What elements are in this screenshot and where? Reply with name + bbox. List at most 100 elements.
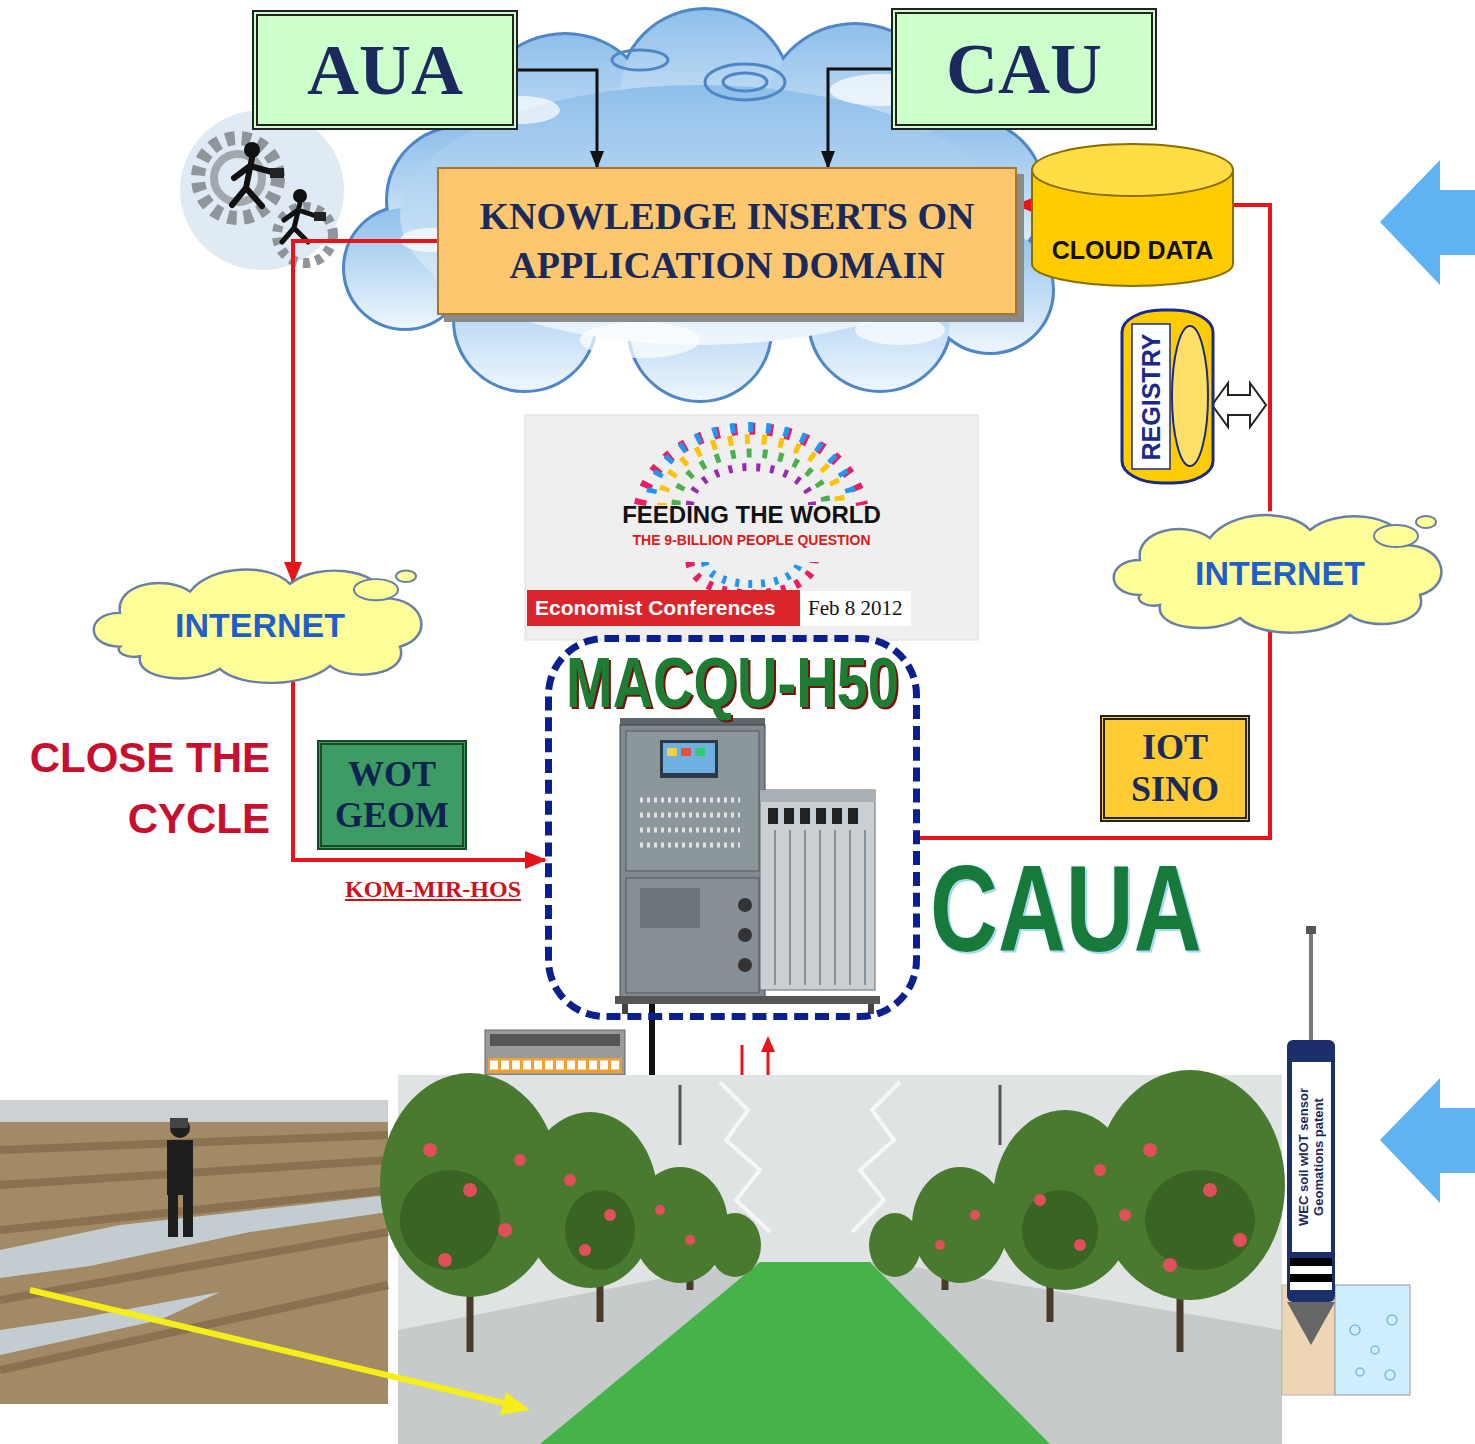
field-photo: [0, 1135, 388, 1370]
field-photo: [170, 1118, 188, 1128]
controller-machine: [626, 878, 759, 993]
sky-cloud: [580, 322, 700, 358]
orchard-photo: [514, 1154, 526, 1166]
conference-artwork: [690, 467, 812, 505]
field-photo: [0, 1100, 388, 1122]
orchard-photo: [1143, 1143, 1157, 1157]
controller-machine: [768, 808, 778, 824]
controller-machine: [640, 843, 740, 848]
orchard-photo: [709, 1213, 761, 1277]
controller-machine: [768, 808, 858, 824]
banner-text: Economist Conferences: [527, 590, 800, 626]
orchard-photo: [1074, 1239, 1086, 1251]
project-name: CAUA: [930, 848, 1202, 970]
field-photo: [168, 1195, 178, 1237]
sky-cloud: [705, 64, 785, 100]
conference-artwork: [525, 415, 978, 640]
slogan: CLOSE THE CYCLE: [8, 728, 270, 850]
teamwork-icon: [232, 158, 272, 206]
terminal-block: [485, 1030, 625, 1075]
connector-arrow: [293, 241, 437, 582]
connector-arrow: [920, 626, 1270, 838]
controller-machine: [760, 790, 875, 990]
orchard-photo: [632, 1167, 728, 1283]
orchard-photo: [720, 1082, 770, 1232]
sensor-label: WEC soil wIOT sensor Geomations patent: [1296, 1067, 1326, 1247]
soil-sensor: [1335, 1285, 1410, 1395]
controller-machine: [640, 888, 700, 928]
banner-row: Economist ConferencesFeb 8 2012: [527, 590, 978, 626]
soil-sensor: [1290, 1258, 1332, 1266]
orchard-photo: [1145, 1170, 1255, 1270]
controller-machine: [615, 996, 880, 1004]
orchard-photo: [423, 1143, 437, 1157]
orchard-photo: [655, 1205, 665, 1215]
soil-sensor: [1290, 1274, 1332, 1282]
controller-machine: [789, 830, 791, 985]
institution-box: AUA: [252, 10, 518, 130]
internet-cloud: INTERNET: [1100, 500, 1460, 640]
side-arrow: [1380, 160, 1475, 285]
controller-machine: [626, 731, 759, 871]
orchard-photo: [869, 1213, 921, 1277]
field-photo: [0, 1195, 388, 1278]
orchard-photo: [380, 1070, 1285, 1444]
orchard-photo: [579, 1244, 591, 1256]
controller-machine: [760, 790, 875, 802]
soil-sensor: [1282, 926, 1410, 1395]
controller-machine: [738, 928, 752, 942]
connector-arrow: [828, 69, 891, 167]
controller-machine: [848, 808, 858, 824]
controller-machine: [864, 830, 866, 985]
side-arrow: [1380, 160, 1475, 1203]
institution-box: CAU: [891, 8, 1157, 130]
orchard-photo: [1203, 1183, 1217, 1197]
controller-machine: [663, 743, 715, 773]
conference-artwork: [662, 439, 840, 505]
module-box: WOT GEOM: [317, 740, 467, 850]
orchard-photo: [1022, 1190, 1098, 1270]
controller-machine: [774, 830, 776, 985]
field-photo: [0, 1135, 388, 1150]
orchard-photo: [720, 1082, 900, 1232]
controller-machine: [800, 808, 810, 824]
pointer-arrow: [30, 1290, 508, 1404]
controller-name: MACQU-H50: [552, 648, 913, 718]
orchard-photo: [565, 1190, 635, 1270]
orchard-photo: [400, 1170, 500, 1270]
soil-sensor: [1292, 1062, 1331, 1252]
teamwork-icon: [270, 168, 284, 178]
institution-name: AUA: [258, 29, 512, 112]
controller-machine: [738, 898, 752, 912]
teamwork-icon: [198, 138, 278, 218]
soil-sensor: [1287, 1302, 1335, 1345]
orchard-photo: [1034, 1194, 1046, 1206]
controller-machine: [681, 748, 691, 756]
teamwork-icon: [180, 110, 344, 270]
institution-name: CAU: [897, 28, 1151, 111]
conference-artwork: [705, 562, 799, 584]
field-photo: [0, 1292, 220, 1355]
orchard-photo: [463, 1183, 477, 1197]
orchard-photo: [680, 1085, 1000, 1145]
registry-shape: [1120, 308, 1215, 485]
controller-machine: [775, 830, 865, 985]
cloud-label: INTERNET: [1100, 554, 1460, 593]
orchard-photo: [1163, 1258, 1177, 1272]
banner-text: THE 9-BILLION PEOPLE QUESTION: [525, 532, 978, 548]
banner-text: FEEDING THE WORLD: [525, 501, 978, 529]
orchard-photo: [604, 1209, 616, 1221]
orchard-photo: [993, 1110, 1137, 1290]
registry-link-arrow: [1212, 383, 1266, 427]
orchard-photo: [679, 1085, 682, 1145]
controller-machine: [784, 808, 794, 824]
controller-machine: [622, 1004, 628, 1014]
orchard-photo: [1119, 1209, 1131, 1221]
orchard-photo: [423, 1143, 1247, 1272]
orchard-photo: [685, 1235, 695, 1245]
controller-machine: [834, 830, 836, 985]
knowledge-box: KNOWLEDGE INSERTS ON APPLICATION DOMAIN: [437, 167, 1017, 315]
module-name: IOT SINO: [1105, 727, 1245, 810]
teamwork-icon: [180, 110, 344, 270]
field-cabling: [767, 1050, 770, 1078]
